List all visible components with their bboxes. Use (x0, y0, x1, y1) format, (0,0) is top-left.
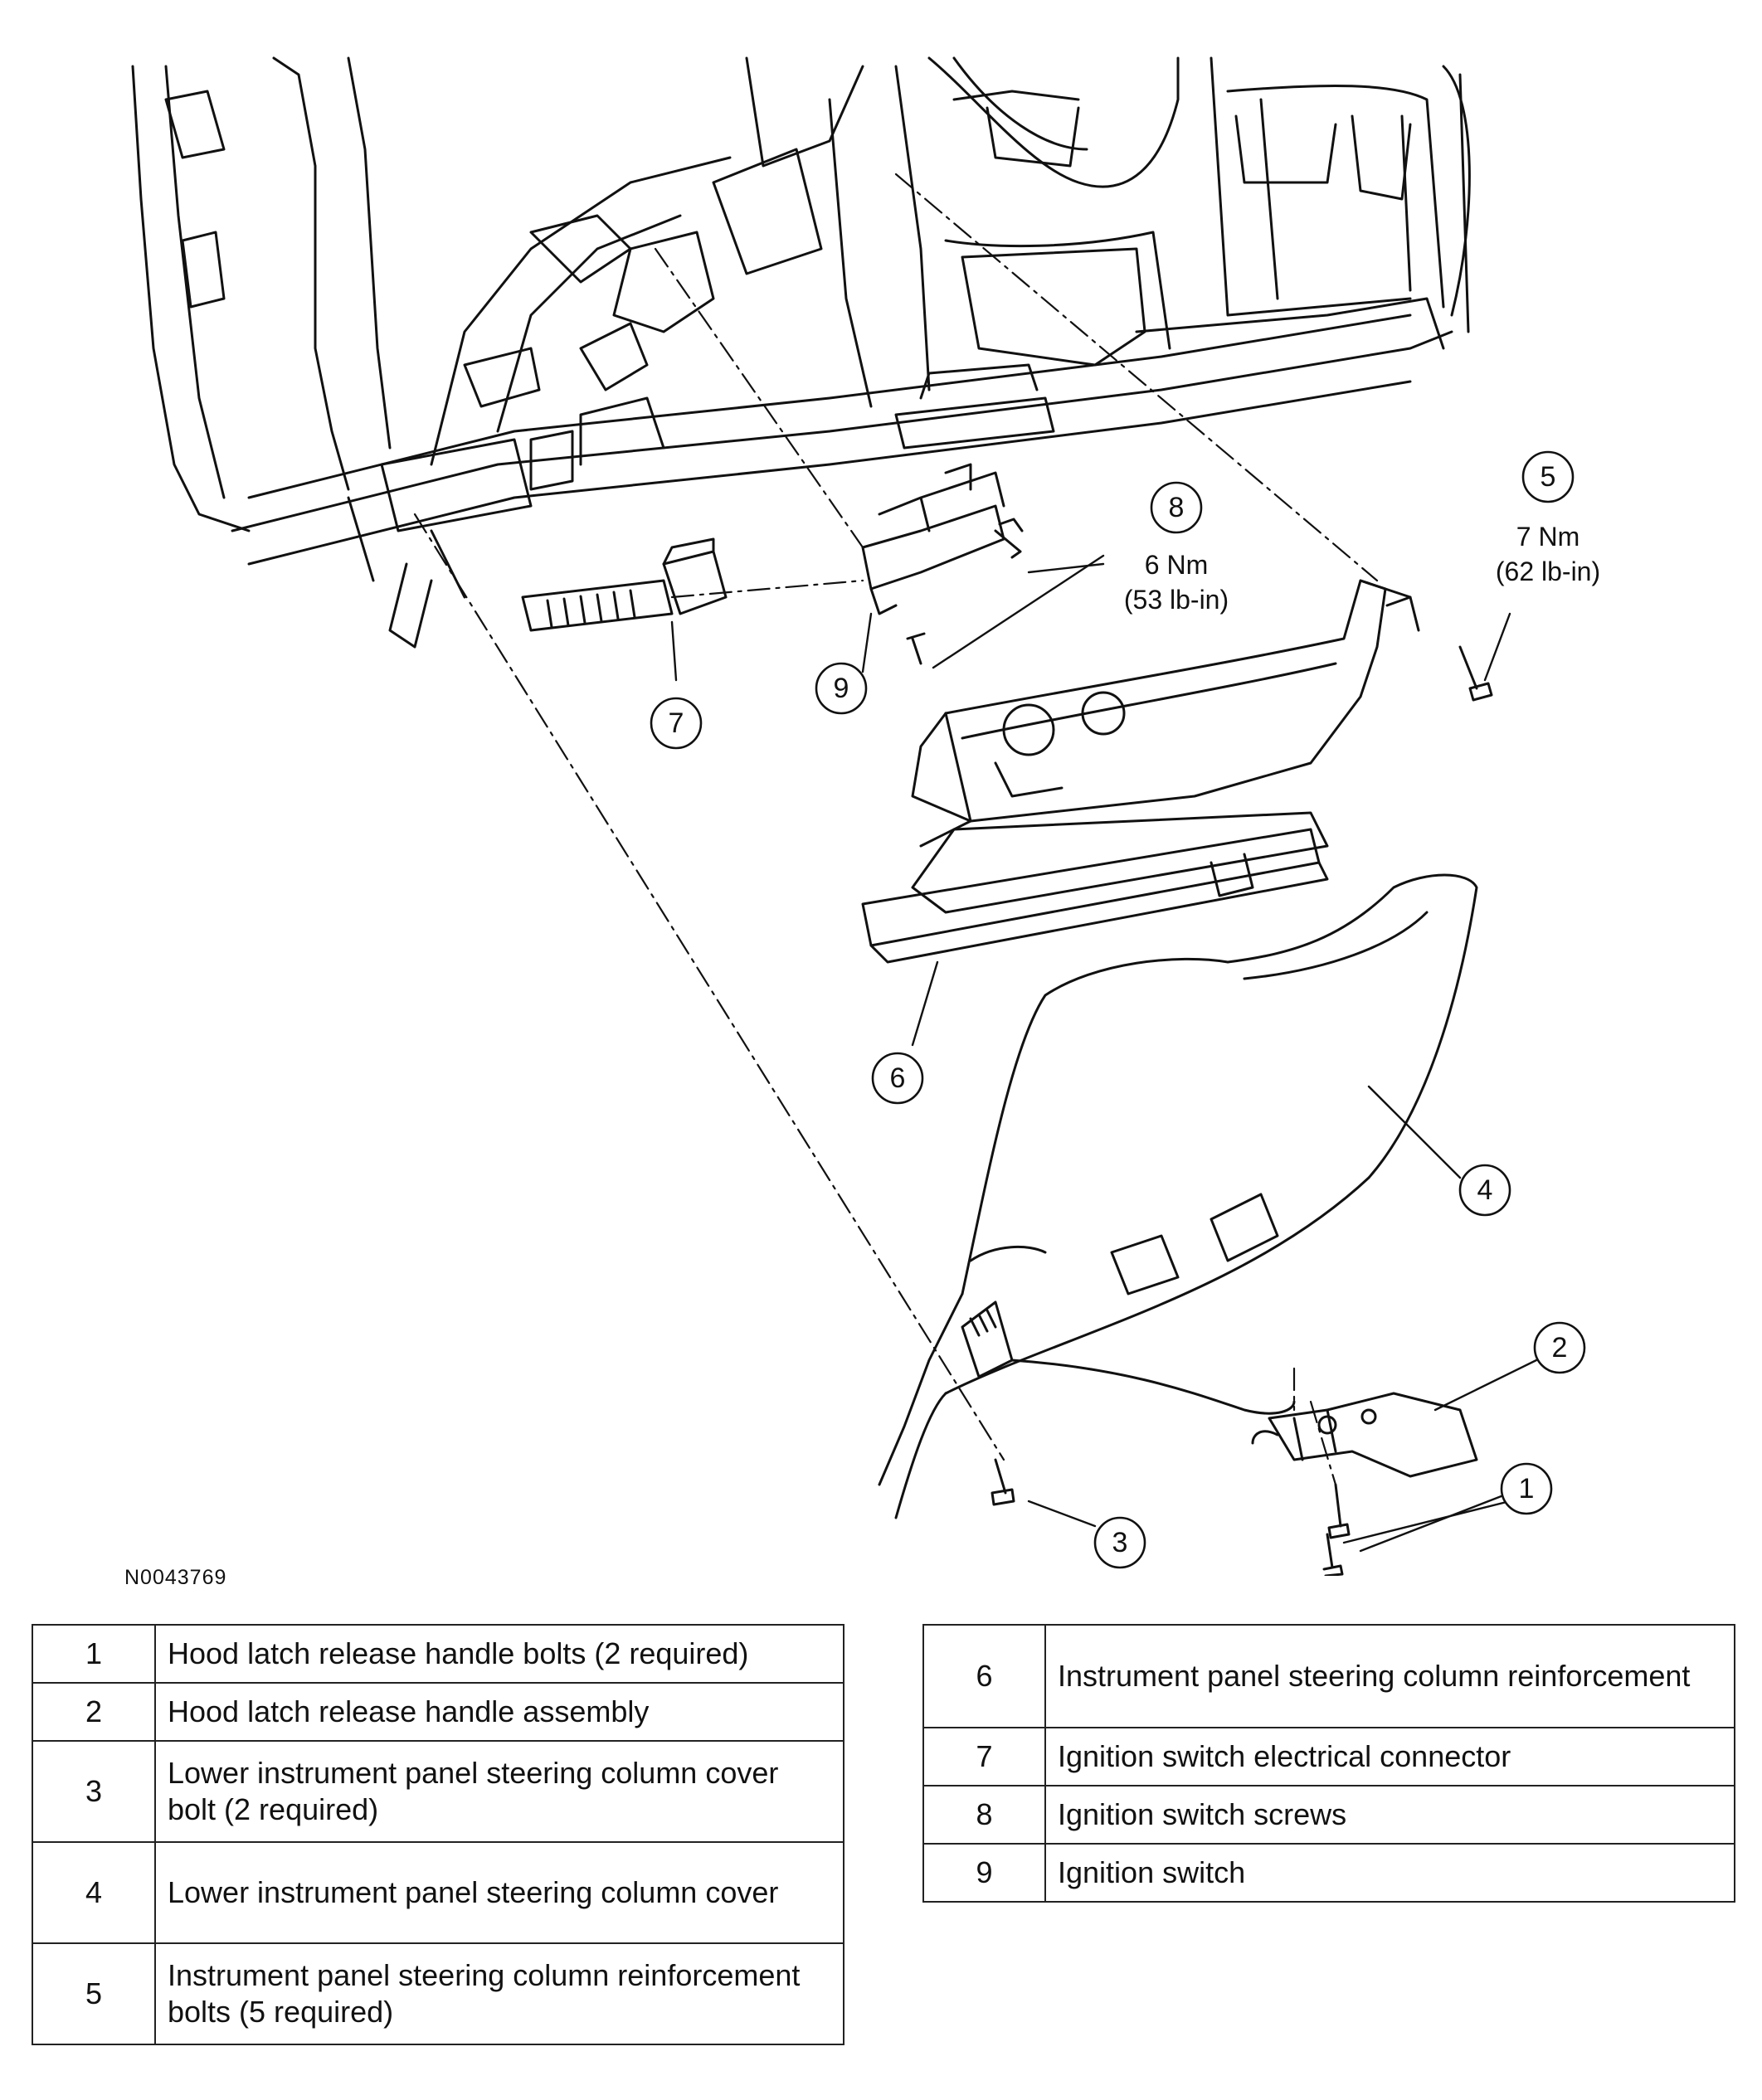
table-row: 7 Ignition switch electrical connector (922, 1727, 1735, 1786)
legend-table-left: 1 Hood latch release handle bolts (2 req… (32, 1624, 844, 2045)
item-number: 2 (32, 1682, 156, 1742)
table-row: 8 Ignition switch screws (922, 1785, 1735, 1845)
steering-column-cover (878, 873, 1478, 1519)
item-number: 6 (922, 1624, 1046, 1728)
callout-3-number: 3 (1112, 1527, 1128, 1558)
hood-latch-bolts (1322, 1483, 1351, 1576)
legend-table-right: 6 Instrument panel steering column reinf… (922, 1624, 1735, 1903)
item-number: 9 (922, 1843, 1046, 1903)
item-description: Lower instrument panel steering column c… (154, 1841, 844, 1944)
ignition-connector (521, 537, 728, 632)
hood-latch-handle (1251, 1392, 1478, 1478)
cover-bolt (991, 1458, 1015, 1506)
item-number: 5 (32, 1942, 156, 2045)
steering-column-reinforcement (861, 579, 1420, 964)
reinforcement-bolt (1385, 595, 1493, 702)
item-description: Ignition switch screws (1044, 1785, 1735, 1845)
ignition-switch (861, 463, 1005, 615)
item-number: 3 (32, 1740, 156, 1843)
item-description: Lower instrument panel steering column c… (154, 1740, 844, 1843)
callout-5-torque-lbin: (62 lb-in) (1496, 557, 1600, 586)
item-number: 4 (32, 1841, 156, 1944)
callout-8-torque-nm: 6 Nm (1145, 550, 1208, 580)
table-row: 9 Ignition switch (922, 1843, 1735, 1903)
item-description: Ignition switch (1044, 1843, 1735, 1903)
item-number: 7 (922, 1727, 1046, 1786)
table-row: 4 Lower instrument panel steering column… (32, 1841, 844, 1944)
item-description: Instrument panel steering column reinfor… (1044, 1624, 1735, 1728)
ignition-switch-screws (906, 518, 1024, 665)
item-description: Ignition switch electrical connector (1044, 1727, 1735, 1786)
table-row: 6 Instrument panel steering column reinf… (922, 1624, 1735, 1728)
callout-1-number: 1 (1519, 1473, 1535, 1505)
item-number: 1 (32, 1624, 156, 1684)
callout-4-number: 4 (1477, 1174, 1493, 1206)
table-row: 2 Hood latch release handle assembly (32, 1682, 844, 1742)
leader-lines (670, 554, 1538, 1553)
exploded-view-diagram: 1 2 3 4 5 6 7 8 9 7 Nm (62 lb-in) 6 Nm (… (131, 56, 1600, 1576)
callout-5-torque-nm: 7 Nm (1516, 522, 1579, 552)
callout-6-number: 6 (890, 1062, 906, 1094)
item-description: Hood latch release handle assembly (154, 1682, 844, 1742)
callout-8-torque-lbin: (53 lb-in) (1124, 585, 1229, 615)
callout-circles (650, 450, 1586, 1569)
table-row: 5 Instrument panel steering column reinf… (32, 1942, 844, 2045)
instrument-panel-frame (131, 56, 1471, 649)
alignment-lines (413, 173, 1379, 1486)
table-row: 3 Lower instrument panel steering column… (32, 1740, 844, 1843)
item-description: Hood latch release handle bolts (2 requi… (154, 1624, 844, 1684)
callout-8-number: 8 (1169, 492, 1185, 523)
figure-id: N0043769 (124, 1566, 227, 1589)
callout-7-number: 7 (669, 707, 684, 739)
item-number: 8 (922, 1785, 1046, 1845)
callout-5-number: 5 (1541, 461, 1556, 493)
table-row: 1 Hood latch release handle bolts (2 req… (32, 1624, 844, 1684)
item-description: Instrument panel steering column reinfor… (154, 1942, 844, 2045)
callout-9-number: 9 (834, 673, 849, 704)
callout-2-number: 2 (1552, 1332, 1568, 1364)
